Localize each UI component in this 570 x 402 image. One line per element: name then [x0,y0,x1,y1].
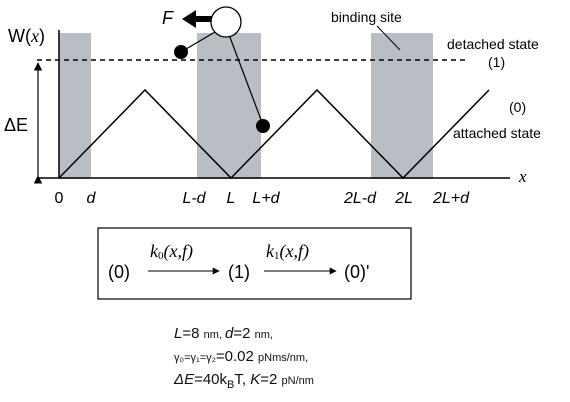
binding-site-label: binding site [331,9,402,25]
state-1-label: (1) [488,54,505,70]
tick-l-plus-d: L+d [252,190,280,207]
scheme-left-state: (0) [108,262,130,282]
y-axis-label: W(x) [8,26,45,46]
param-d-value: =2 [233,325,255,342]
param-d-unit: nm, [254,329,273,341]
tick-0: 0 [55,190,64,207]
param-d-symbol: d [225,325,234,342]
param-gamma-symbols: γ₀=γ₁=γ₂ [174,352,216,364]
tick-l: L [227,190,236,207]
tick-l-minus-d: L-d [182,190,206,207]
tick-2l: 2L [394,190,413,207]
motor-head-detached [174,45,188,59]
param-de-sub: B [227,379,235,391]
param-line-lengths: L=8 nm, d=2 nm, [174,323,474,346]
param-de-value: =40k [194,371,228,388]
scheme-right-state: (0)' [344,262,369,282]
param-k-unit: pN/nm [281,375,314,387]
reaction-scheme-box [97,227,412,300]
motor-head-open [210,6,242,38]
param-de-symbol: ΔE [174,371,195,388]
delta-e-label: ΔE [4,115,28,135]
tick-d: d [87,190,97,207]
binding-site-band-0 [59,33,91,179]
x-axis-label: x [518,167,527,186]
param-de-t: T, [234,371,251,388]
param-l-value: =8 [182,325,204,342]
param-gamma-unit: pNms/nm, [258,352,309,364]
tick-2l-minus-d: 2L-d [343,190,377,207]
attached-potential-curve [58,88,490,180]
scheme-mid-state: (1) [228,262,250,282]
param-k-value: =2 [260,371,282,388]
motor-head-attached [256,119,270,133]
detached-state-label: detached state [447,36,539,52]
param-l-symbol: L [174,325,183,342]
scheme-rate-k0: k0(x,f) [150,241,193,262]
tether-line-right [227,31,264,126]
param-k-symbol: K [250,371,261,388]
param-l-unit: nm, [203,329,226,341]
binding-site-band-2L [371,33,433,179]
state-0-label: (0) [509,99,526,115]
attached-state-label: attached state [453,125,541,141]
param-line-gamma: γ₀=γ₁=γ₂=0.02 pNms/nm, [174,346,474,369]
tick-2l-plus-d: 2L+d [432,190,470,207]
param-line-energy: ΔE=40kBT, K=2 pN/nm [174,369,474,396]
force-label: F [162,8,174,28]
parameter-list: L=8 nm, d=2 nm, γ₀=γ₁=γ₂=0.02 pNms/nm, Δ… [174,323,474,396]
force-arrow-icon [182,10,220,28]
binding-site-pointer [376,25,401,51]
param-gamma-value: =0.02 [215,348,259,365]
scheme-rate-k1: k1(x,f) [266,241,309,262]
x-tick-labels: 0 d L-d L L+d 2L-d 2L 2L+d [55,190,471,207]
